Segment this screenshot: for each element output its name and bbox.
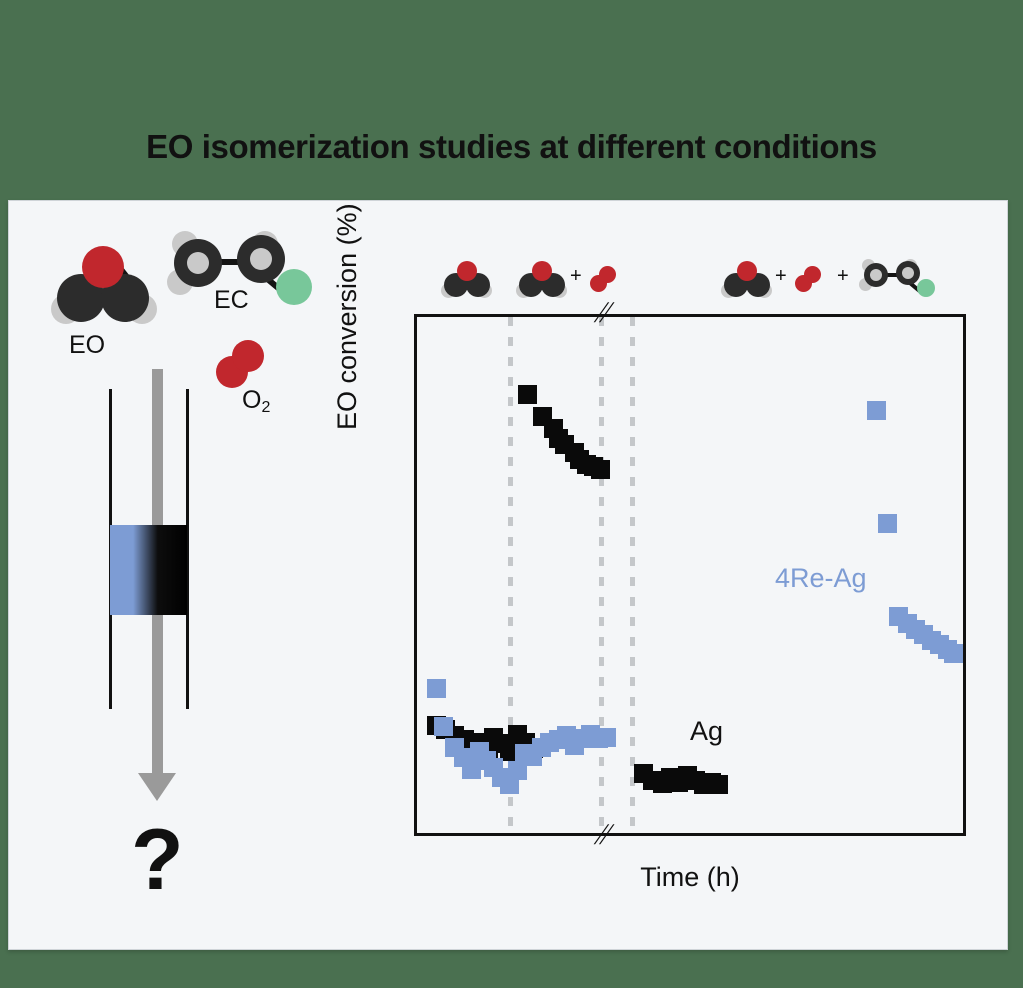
data-point-4re-ag: [597, 728, 616, 747]
bond-c-c: [204, 259, 258, 265]
data-point-4re-ag: [878, 514, 897, 533]
data-point-4re-ag: [427, 679, 446, 698]
condition-2-eo-o2: +: [514, 261, 616, 298]
atom-carbon-core: [902, 267, 914, 279]
catalyst-bed: [110, 525, 187, 615]
atom-carbon-core: [870, 269, 882, 281]
data-point-4re-ag: [434, 717, 453, 736]
y-axis-label: EO conversion (%): [332, 203, 362, 430]
molecule-ec-small: [859, 259, 939, 303]
question-mark: ?: [131, 812, 184, 908]
atom-carbon-core: [187, 252, 209, 274]
data-point-4re-ag: [944, 644, 963, 663]
flow-arrow-head: [138, 773, 176, 801]
atom-oxygen: [804, 266, 821, 283]
molecule-label-ec: EC: [214, 286, 249, 314]
molecule-label-o2: O2: [242, 386, 271, 416]
figure-title: EO isomerization studies at different co…: [146, 128, 877, 165]
condition-1-eo: [439, 261, 495, 298]
molecule-label-eo: EO: [69, 331, 106, 359]
atom-oxygen: [599, 266, 616, 283]
data-point-ag: [500, 742, 519, 761]
molecule-ec: EC: [164, 231, 324, 331]
atom-chlorine: [276, 269, 312, 305]
atom-carbon-core: [250, 248, 272, 270]
data-point-4re-ag: [462, 760, 481, 779]
atom-oxygen: [232, 340, 264, 372]
condition-divider-1: [508, 317, 513, 833]
molecule-o2-small: [795, 265, 831, 293]
molecule-eo: EO: [39, 246, 169, 359]
molecule-o2: O2: [214, 336, 314, 426]
data-point-4re-ag: [508, 761, 527, 780]
reactor-wall-right: [186, 389, 189, 709]
condition-divider-2: [599, 317, 604, 833]
plus-sign: +: [775, 265, 787, 287]
atom-oxygen: [82, 246, 124, 288]
data-point-ag: [709, 775, 728, 794]
series-label-4re-ag: 4Re-Ag: [775, 563, 867, 593]
data-point-ag: [518, 385, 537, 404]
plot-area: [414, 314, 966, 836]
plus-sign: +: [570, 265, 582, 287]
condition-3-eo-o2-ec: + +: [719, 259, 935, 298]
bond-c-c: [878, 273, 906, 277]
atom-oxygen: [737, 261, 757, 281]
x-axis-label: Time (h): [640, 862, 740, 892]
condition-divider-3: [630, 317, 635, 833]
atom-oxygen: [457, 261, 477, 281]
atom-chlorine: [917, 279, 935, 297]
atom-oxygen: [532, 261, 552, 281]
data-point-ag: [591, 460, 610, 479]
data-point-4re-ag: [867, 401, 886, 420]
molecule-o2-small: [590, 265, 626, 293]
plus-sign: +: [837, 265, 849, 287]
series-label-ag: Ag: [690, 716, 724, 746]
